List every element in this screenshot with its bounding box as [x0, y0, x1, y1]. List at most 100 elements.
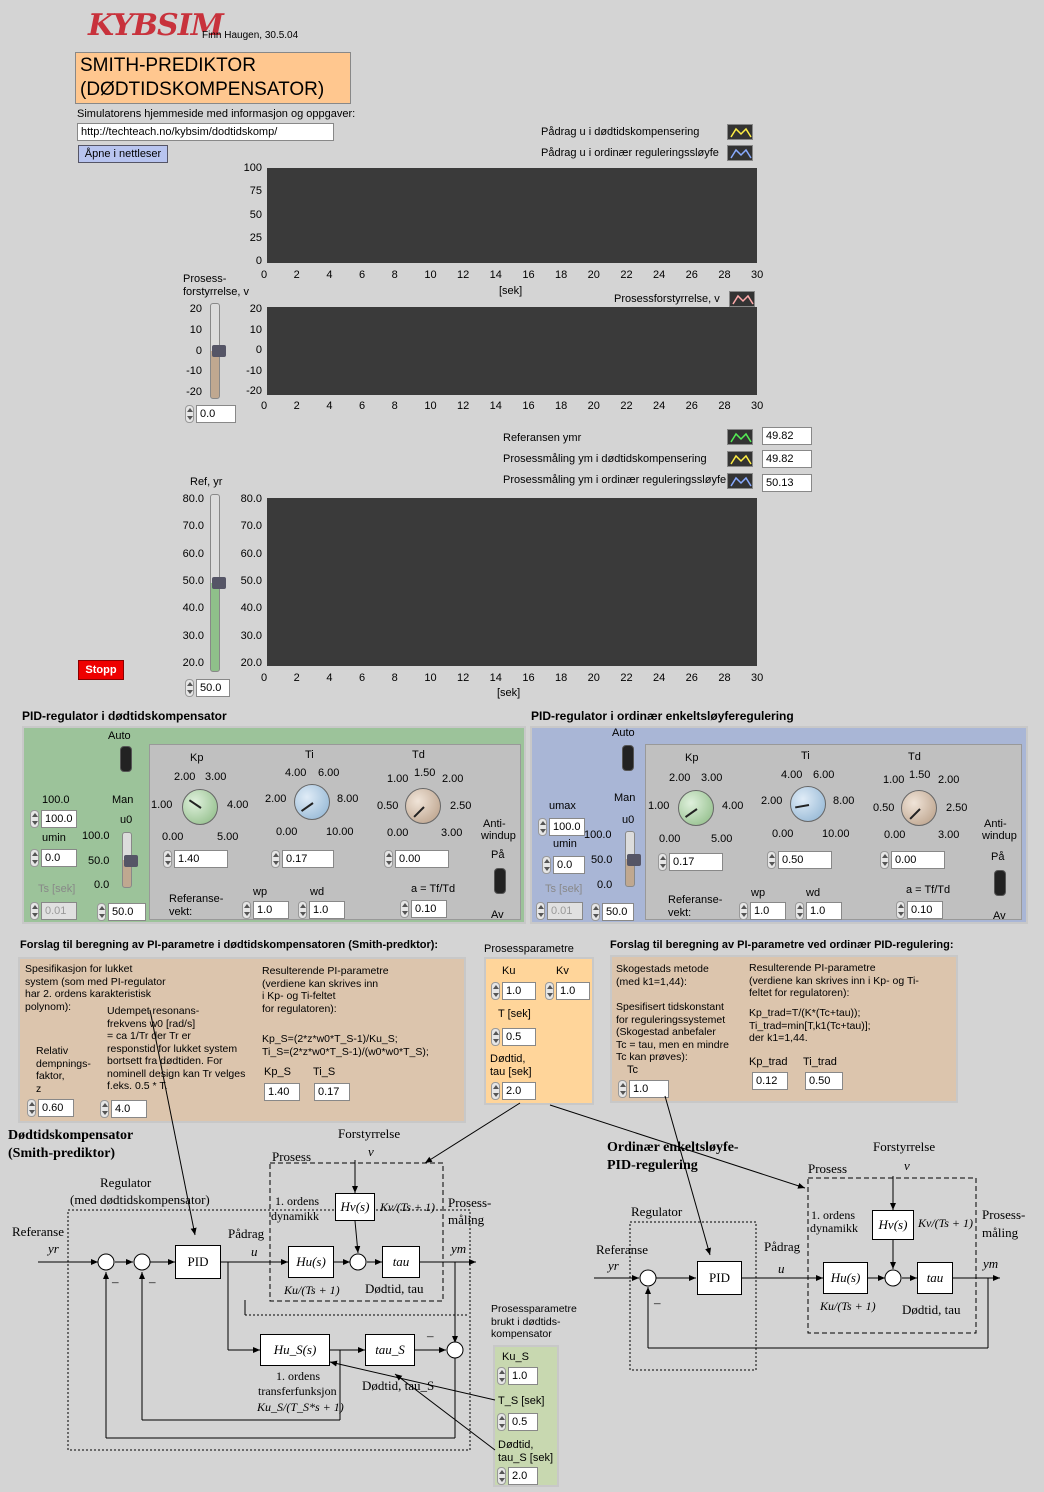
chart2-y-tick: 10 — [249, 323, 262, 336]
pid-right-ts: 0.01 — [547, 902, 583, 920]
process-tau-spinner[interactable] — [491, 1082, 500, 1100]
pid-right-kp-spinner[interactable] — [658, 853, 667, 871]
pid-left-td[interactable]: 0.00 — [395, 850, 449, 868]
pid-right-a[interactable]: 0.10 — [907, 901, 943, 919]
process-ku[interactable]: 1.0 — [502, 982, 536, 1000]
chart2-x-tick: 20 — [587, 400, 600, 412]
pid-left-antiwindup-toggle[interactable] — [494, 868, 506, 894]
pid-right-ti-knob[interactable] — [790, 786, 826, 822]
pid-left-ts-spinner[interactable] — [30, 902, 39, 920]
stop-button[interactable]: Stopp — [78, 660, 124, 680]
pid-right-auto-man-toggle[interactable] — [622, 745, 634, 771]
diagram-right-title-1: Ordinær enkeltsløyfe- — [607, 1140, 739, 1155]
pid-right-u0[interactable]: 50.0 — [602, 903, 634, 921]
ref-slider-thumb[interactable] — [212, 577, 226, 589]
pid-left-wd-spinner[interactable] — [298, 901, 307, 919]
calc-left-z-spinner[interactable] — [27, 1099, 36, 1117]
pid-right-ts-spinner[interactable] — [536, 902, 545, 920]
chart2-y-tick: 20 — [249, 303, 262, 315]
calc-left-z[interactable]: 0.60 — [38, 1099, 74, 1117]
pid-right-umin-spinner[interactable] — [542, 856, 551, 874]
ref-spinner[interactable] — [185, 679, 194, 697]
process-tau[interactable]: 2.0 — [502, 1082, 536, 1100]
pid-right-wd[interactable]: 1.0 — [806, 902, 842, 920]
disturbance-spinner[interactable] — [185, 405, 194, 423]
process-t-spinner[interactable] — [491, 1028, 500, 1046]
disturbance-slider-thumb[interactable] — [212, 345, 226, 357]
w0-line: Udempet resonans- — [107, 1005, 200, 1017]
pid-right-ti[interactable]: 0.50 — [778, 851, 832, 869]
process-s-taus[interactable]: 2.0 — [508, 1467, 538, 1485]
pid-left-u0[interactable]: 50.0 — [108, 903, 146, 921]
process-s-kus-spinner[interactable] — [497, 1367, 506, 1385]
spec-line: system (som med PI-regulator — [25, 975, 166, 988]
pid-right-td-knob[interactable] — [901, 790, 937, 826]
calc-left-w0-spinner[interactable] — [100, 1100, 109, 1118]
pid-left-u0-spinner[interactable] — [97, 903, 106, 921]
calc-left-tis: 0.17 — [314, 1083, 350, 1101]
pid-left-ti-knob[interactable] — [294, 784, 330, 820]
disturbance-value[interactable]: 0.0 — [196, 405, 236, 423]
process-s-kus[interactable]: 1.0 — [508, 1367, 538, 1385]
process-t[interactable]: 0.5 — [502, 1028, 536, 1046]
pid-left-umin[interactable]: 0.0 — [41, 849, 77, 867]
pid-right-wd-spinner[interactable] — [795, 902, 804, 920]
process-kv[interactable]: 1.0 — [556, 982, 590, 1000]
open-browser-button[interactable]: Åpne i nettleser — [78, 145, 168, 163]
calc-right-tc-spinner[interactable] — [618, 1080, 627, 1098]
pid-right-ti-spinner[interactable] — [767, 851, 776, 869]
pid-left-ti[interactable]: 0.17 — [282, 850, 334, 868]
diagram-right-referanse: Referanse — [596, 1242, 648, 1257]
pid-left-td-knob[interactable] — [405, 788, 441, 824]
pid-left-wp[interactable]: 1.0 — [253, 901, 289, 919]
pid-left-kp-knob[interactable] — [182, 789, 218, 825]
process-s-ts[interactable]: 0.5 — [508, 1413, 538, 1431]
pid-right-td[interactable]: 0.00 — [891, 851, 945, 869]
pid-left-ti-spinner[interactable] — [271, 850, 280, 868]
pid-right-kp[interactable]: 0.17 — [669, 853, 723, 871]
chart3-x-tick: 0 — [261, 672, 268, 684]
pid-left-umin-spinner[interactable] — [30, 849, 39, 867]
url-field[interactable]: http://techteach.no/kybsim/dodtidskomp/ — [77, 123, 334, 141]
pid-right-refvekt-label-2: vekt: — [668, 907, 692, 919]
pid-right-wp[interactable]: 1.0 — [750, 902, 786, 920]
pid-left-wd[interactable]: 1.0 — [309, 901, 345, 919]
pid-right-wp-spinner[interactable] — [739, 902, 748, 920]
calc-left-w0[interactable]: 4.0 — [111, 1100, 147, 1118]
diagram-left-v: v — [368, 1144, 374, 1159]
result-line: (verdiene kan skrives inn — [262, 977, 379, 990]
pid-right-antiwindup-toggle[interactable] — [994, 870, 1006, 896]
pid-left-wp-spinner[interactable] — [242, 901, 251, 919]
ref-value[interactable]: 50.0 — [196, 679, 230, 697]
pid-right-kp-knob[interactable] — [678, 790, 714, 826]
pid-left-u0-thumb[interactable] — [124, 855, 138, 867]
process-s-taus-spinner[interactable] — [497, 1467, 506, 1485]
pid-right-umin[interactable]: 0.0 — [553, 856, 585, 874]
pid-right-td-tick-7: 3.00 — [938, 829, 960, 841]
chart3-x-tick: 30 — [751, 672, 764, 684]
pid-left-auto-man-toggle[interactable] — [120, 746, 132, 772]
pid-left-ti-tick-5: 0.00 — [276, 826, 298, 838]
pid-left-td-spinner[interactable] — [384, 850, 393, 868]
calc-right-tc[interactable]: 1.0 — [629, 1080, 669, 1098]
pid-right-td-spinner[interactable] — [880, 851, 889, 869]
process-ku-spinner[interactable] — [491, 982, 500, 1000]
pid-left-a-spinner[interactable] — [400, 900, 409, 918]
pid-right-umax[interactable]: 100.0 — [549, 818, 585, 836]
pid-left-umax[interactable]: 100.0 — [41, 810, 77, 828]
pid-left-kp[interactable]: 1.40 — [174, 850, 228, 868]
process-kv-spinner[interactable] — [545, 982, 554, 1000]
calc-left-z-text: Relativ dempnings- faktor, z — [36, 1045, 91, 1095]
calc-right-title: Forslag til beregning av PI-parametre ve… — [610, 939, 954, 951]
pid-right-a-spinner[interactable] — [896, 901, 905, 919]
ref-slider-tick: 60.0 — [182, 547, 204, 560]
pid-right-u0-spinner[interactable] — [591, 903, 600, 921]
process-s-ts-spinner[interactable] — [497, 1413, 506, 1431]
pid-left-umax-spinner[interactable] — [30, 810, 39, 828]
pid-right-umax-spinner[interactable] — [538, 818, 547, 836]
pid-left-kp-label: Kp — [190, 752, 204, 764]
pid-left-a[interactable]: 0.10 — [411, 900, 447, 918]
pid-right-u0-thumb[interactable] — [627, 854, 641, 866]
pid-right-ti-label: Ti — [801, 750, 810, 762]
pid-left-kp-spinner[interactable] — [163, 850, 172, 868]
